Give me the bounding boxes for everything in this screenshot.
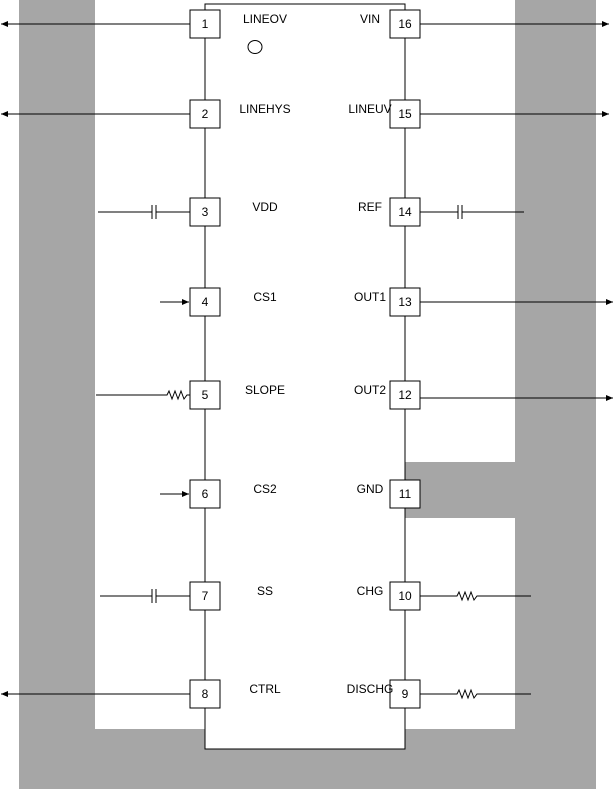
pin-box — [189, 679, 221, 709]
pin-number: 8 — [202, 687, 209, 701]
thermal-pad-region — [19, 0, 596, 789]
pin-label: LINEOV — [243, 12, 287, 26]
pin-14: 14 REF — [358, 197, 421, 227]
pin-box — [389, 479, 421, 509]
pin-box — [189, 380, 221, 410]
pin-4: 4 CS1 — [189, 287, 277, 317]
pin-label: CHG — [357, 584, 384, 598]
pin-number: 16 — [398, 17, 412, 31]
pin-number: 13 — [398, 295, 412, 309]
pin-label: OUT2 — [354, 383, 386, 397]
pin-11: 11 GND — [357, 479, 421, 509]
package-outline — [204, 3, 406, 750]
pin-label: GND — [357, 482, 384, 496]
pin-label: DISCHG — [347, 682, 394, 696]
pin-label: VIN — [360, 12, 380, 26]
pin-box — [389, 9, 421, 39]
pin-box — [389, 287, 421, 317]
pin-8: 8 CTRL — [189, 679, 281, 709]
pin-label: LINEUV — [348, 102, 391, 116]
pin5-resistor-icon — [96, 389, 190, 401]
pin-label: SLOPE — [245, 383, 285, 397]
pin-box — [189, 581, 221, 611]
pin14-capacitor-icon — [420, 205, 524, 219]
pin1-marker-icon — [247, 40, 263, 54]
pin-2: 2 LINEHYS — [189, 99, 291, 129]
pin-box — [189, 9, 221, 39]
pin-box — [189, 99, 221, 129]
pin-number: 4 — [202, 295, 209, 309]
pin10-resistor-icon — [420, 590, 531, 602]
pin3-capacitor-icon — [98, 205, 190, 219]
pin-box — [389, 197, 421, 227]
pin-15: 15 LINEUV — [348, 99, 421, 129]
pin-number: 2 — [202, 107, 209, 121]
pins-layer: 1 LINEOV 2 LINEHYS 3 VDD 4 CS1 5 SLOPE 6 CS2 7 SS 8 CTR… — [189, 9, 421, 709]
pin-number: 5 — [202, 388, 209, 402]
pin-10: 10 CHG — [357, 581, 421, 611]
pin-label: LINEHYS — [239, 102, 290, 116]
pin-13: 13 OUT1 — [354, 287, 421, 317]
pin-box — [389, 679, 421, 709]
pin-16: 16 VIN — [360, 9, 421, 39]
pin-7: 7 SS — [189, 581, 273, 611]
pin-number: 12 — [398, 388, 412, 402]
pin-number: 6 — [202, 487, 209, 501]
pin-number: 7 — [202, 589, 209, 603]
pin-box — [189, 287, 221, 317]
pin-number: 11 — [399, 487, 412, 501]
pin-9: 9 DISCHG — [347, 679, 421, 709]
pin-number: 3 — [202, 205, 209, 219]
pin-number: 10 — [398, 589, 412, 603]
pin-number: 1 — [202, 17, 209, 31]
pin-label: OUT1 — [354, 290, 386, 304]
pin-5: 5 SLOPE — [189, 380, 285, 410]
pin-label: CS2 — [253, 482, 277, 496]
pin9-resistor-icon — [420, 688, 531, 700]
pin-number: 9 — [402, 687, 409, 701]
pin-label: VDD — [252, 200, 278, 214]
pin-box — [389, 380, 421, 410]
pin-box — [189, 197, 221, 227]
pin-6: 6 CS2 — [189, 479, 277, 509]
pin7-capacitor-icon — [100, 589, 190, 603]
pin-box — [389, 99, 421, 129]
pin-12: 12 OUT2 — [354, 380, 421, 410]
pin-1: 1 LINEOV — [189, 9, 287, 39]
pin-number: 14 — [398, 205, 412, 219]
pin-3: 3 VDD — [189, 197, 278, 227]
pin-box — [389, 581, 421, 611]
pin-label: REF — [358, 200, 382, 214]
pin-label: CS1 — [253, 290, 277, 304]
pin-label: CTRL — [249, 682, 281, 696]
pin-number: 15 — [398, 107, 412, 121]
pin-box — [189, 479, 221, 509]
pin-label: SS — [257, 584, 273, 598]
